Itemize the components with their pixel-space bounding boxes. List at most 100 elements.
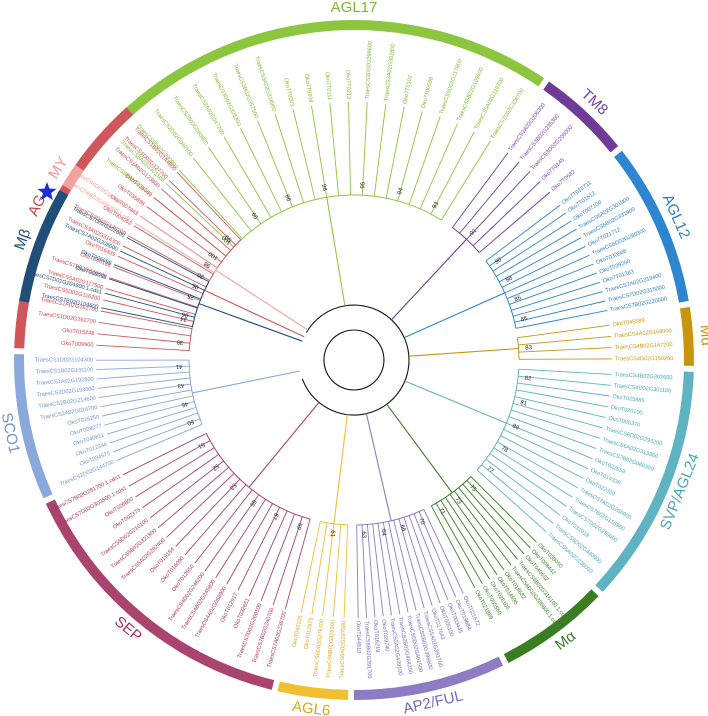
bootstrap-value: 78 xyxy=(500,446,509,455)
leaf-label: TraesCS4D02G150200 xyxy=(615,356,673,362)
leaf-branch xyxy=(175,487,232,547)
bootstrap-value: 64 xyxy=(380,529,387,537)
leaf-branch xyxy=(524,291,603,314)
clade-stem xyxy=(365,413,392,521)
leaf-branch xyxy=(518,263,594,295)
leaf-label: OkoT045589 xyxy=(612,318,645,328)
leaf-label: OkoT044510 xyxy=(355,621,362,653)
leaf-branch xyxy=(101,307,173,324)
leaf-branch xyxy=(311,542,325,615)
leaf-branch xyxy=(146,206,212,256)
leaf-label: TraesCS5D02G117800 xyxy=(439,59,464,116)
leaf-branch xyxy=(133,225,210,273)
leaf-branch xyxy=(522,347,612,353)
leaf-branch xyxy=(367,528,376,618)
leaf-branch xyxy=(178,169,240,237)
leaf-branch xyxy=(257,120,289,196)
leaf-label: TraesCS1D02G262700 xyxy=(38,311,97,325)
bootstrap-value: 50 xyxy=(185,418,194,426)
leaf-branch xyxy=(98,321,187,336)
leaf-branch xyxy=(157,480,214,529)
clade-stem xyxy=(333,414,348,524)
leaf-branch xyxy=(104,292,184,315)
leaf-branch xyxy=(499,460,567,507)
leaf-label: TraesCS1A02G192800 xyxy=(36,377,94,387)
leaf-branch xyxy=(97,333,178,343)
leaf-branch xyxy=(521,383,610,397)
clade-arc-agl17 xyxy=(82,20,545,162)
leaf-branch xyxy=(399,522,425,609)
bootstrap-value: 90 xyxy=(494,257,503,266)
leaf-branch xyxy=(535,309,608,325)
clade-stem xyxy=(248,402,320,488)
leaf-branch xyxy=(348,102,351,176)
clade-label-agl6: AGL6 xyxy=(291,698,331,716)
leaf-label: TraesCS1B02G131100 xyxy=(36,367,94,375)
leaf-branch xyxy=(499,212,567,260)
leaf-branch xyxy=(248,528,280,596)
leaf-label: Oko7T0102 xyxy=(402,75,414,105)
leaf-label: TraesCS3A02G302800 xyxy=(384,43,397,101)
clade-arc-ma_bot xyxy=(503,589,599,663)
leaf-branch xyxy=(530,281,601,305)
clade-stem xyxy=(198,303,303,342)
leaf-label: OkoT029740 xyxy=(380,619,390,652)
leaf-label: TraesCS4B02G147200 xyxy=(615,342,673,351)
leaf-branch xyxy=(272,527,300,606)
leaf-branch xyxy=(127,235,200,275)
leaf-branch xyxy=(415,517,449,601)
leaf-branch xyxy=(407,528,433,607)
leaf-label: TraesCS4D02G301100 xyxy=(613,383,671,395)
leaf-branch xyxy=(512,272,598,304)
leaf-branch xyxy=(120,250,194,286)
bootstrap-value: 94 xyxy=(397,187,405,196)
bootstrap-value: 93 xyxy=(432,201,441,210)
leaf-branch xyxy=(166,475,232,538)
bootstrap-value: 98 xyxy=(285,193,293,202)
leaf-branch xyxy=(102,299,183,320)
leaf-branch xyxy=(516,404,604,429)
leaf-branch xyxy=(390,533,409,613)
leaf-label: TraesCS1D02G104300 xyxy=(35,358,93,364)
leaf-label: Oko7T0203 xyxy=(282,77,295,107)
clade-arcs xyxy=(14,20,694,700)
leaf-branch xyxy=(114,264,183,293)
leaf-branch xyxy=(122,434,203,476)
bootstrap-value: 100 xyxy=(221,234,233,246)
leaf-branch xyxy=(423,522,457,598)
leaf-branch xyxy=(509,237,582,277)
clade-stem xyxy=(391,238,467,321)
clade-arc-tm8 xyxy=(543,81,619,153)
clade-arc-sco1 xyxy=(14,354,53,499)
bootstrap-value: 98 xyxy=(203,260,212,269)
leaf-label: TraesCS6A02G297500 xyxy=(339,621,347,679)
leaf-branch xyxy=(104,404,183,426)
leaf-branch xyxy=(160,188,216,238)
leaf-branch xyxy=(505,245,586,286)
leaf-branch xyxy=(437,506,483,585)
leaf-branch xyxy=(237,517,275,591)
bootstrap-value: 85 xyxy=(520,316,529,324)
leaf-branch xyxy=(511,440,584,479)
star-marker-group xyxy=(37,182,57,201)
bootstrap-value: 34 xyxy=(179,315,188,323)
leaf-branch xyxy=(431,527,464,594)
leaf-branch xyxy=(374,103,387,193)
leaf-label: Oko7T00598 xyxy=(421,76,435,109)
leaf-branch xyxy=(466,161,520,225)
bootstrap-value: 57 xyxy=(270,512,279,521)
bootstrap-value: 86 xyxy=(514,295,523,303)
leaf-branch xyxy=(106,412,177,435)
leaf-branch xyxy=(109,277,179,302)
clade-label-ma_top: Mα xyxy=(696,324,708,347)
leaf-branch xyxy=(400,111,423,190)
clade-stem xyxy=(204,289,305,338)
clade-arc-svp xyxy=(595,371,694,592)
tree-branches xyxy=(95,102,613,619)
clade-label-sco1: SCO1 xyxy=(0,411,23,455)
clade-stem xyxy=(215,269,309,331)
leaf-branch xyxy=(149,468,215,519)
backbone-arc xyxy=(301,304,410,416)
leaf-branch xyxy=(496,220,572,270)
